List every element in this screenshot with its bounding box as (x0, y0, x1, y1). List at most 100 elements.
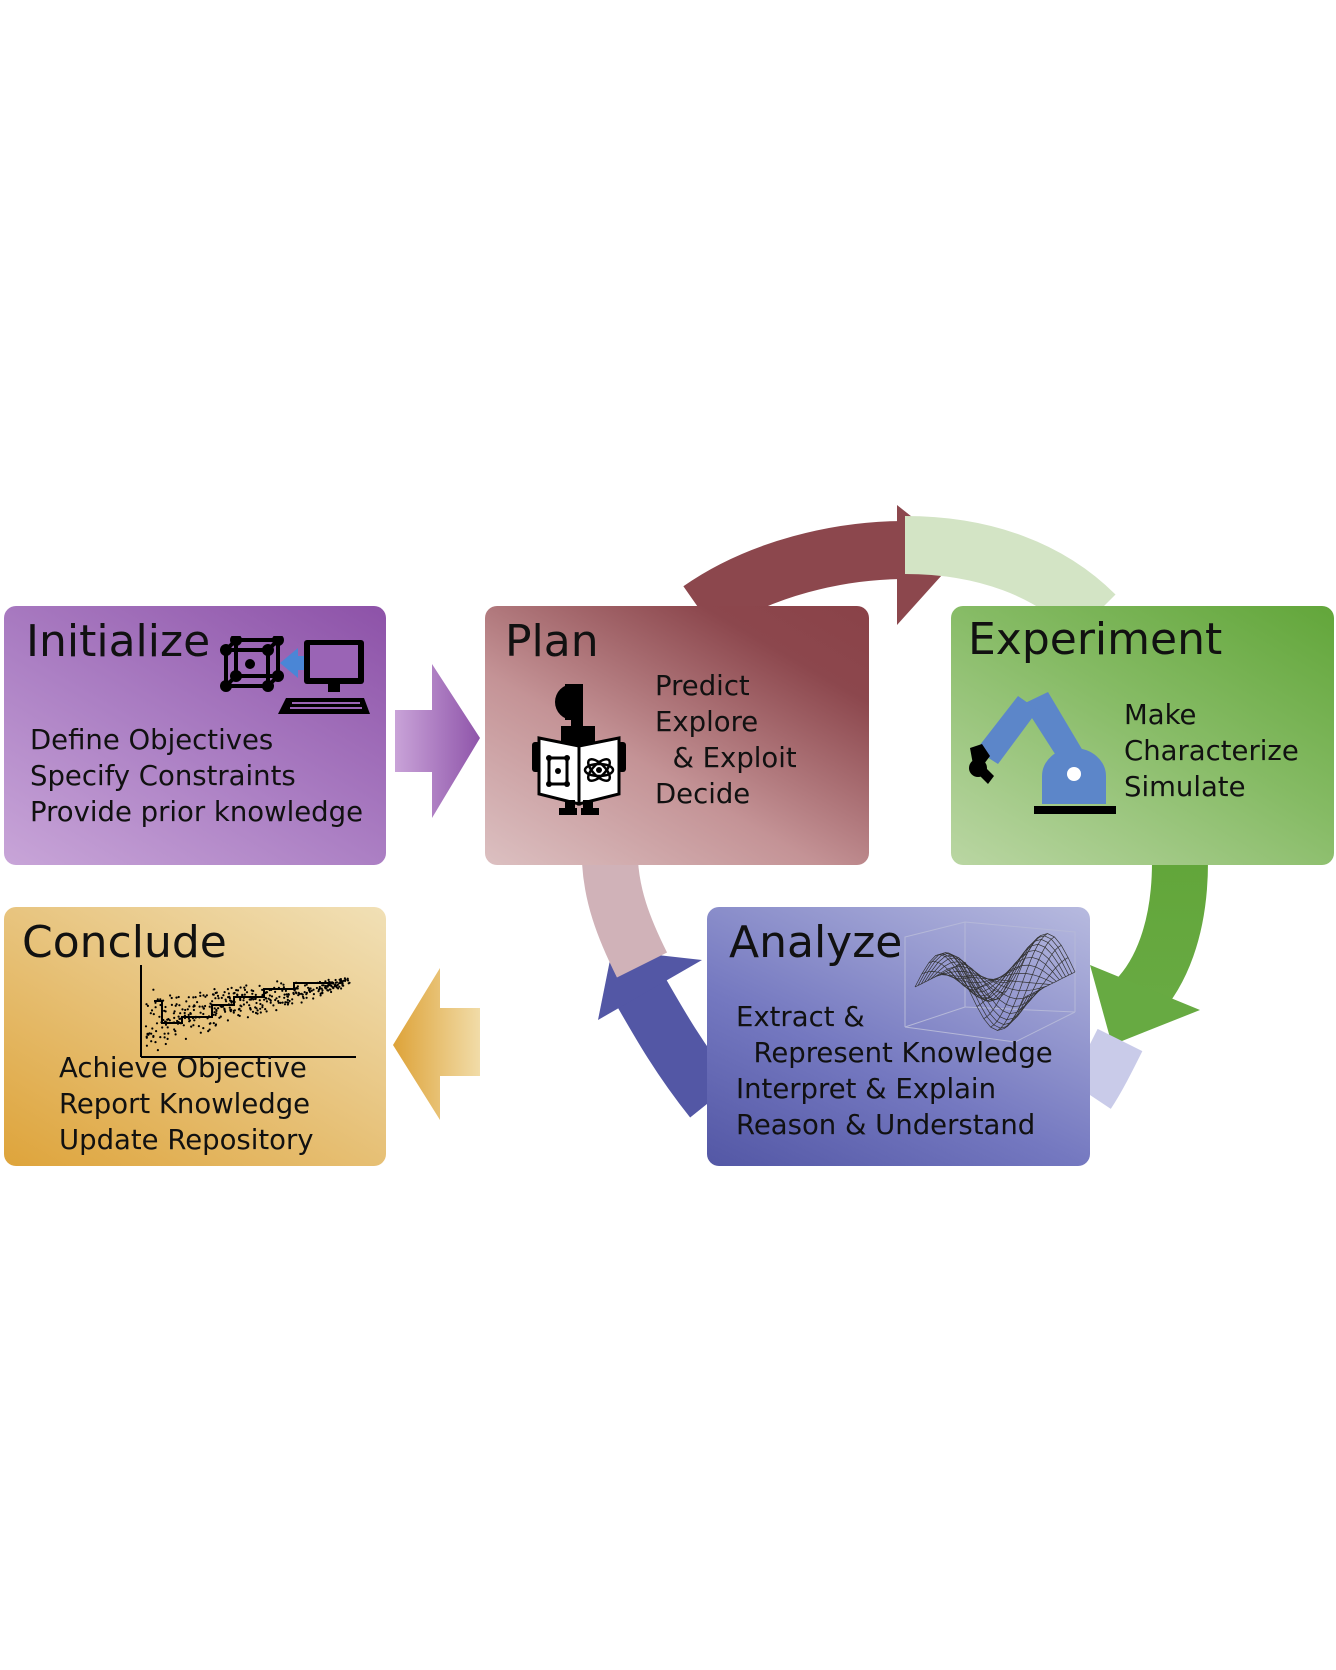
scatter-dot (202, 1027, 205, 1030)
scatter-dot (217, 1007, 220, 1010)
conclude-line: Update Repository (59, 1124, 314, 1156)
computer-with-crystal-icon (220, 636, 370, 714)
conclude-card: Conclude Achieve Objective Report Knowle… (4, 907, 386, 1166)
surface-mesh-line (955, 943, 1066, 1000)
scatter-dot (239, 986, 242, 989)
scatter-dot (194, 1015, 197, 1018)
scatter-dot (328, 984, 331, 987)
scatter-dot (284, 989, 287, 992)
scatter-dot (246, 1016, 249, 1019)
scatter-dot (326, 984, 329, 987)
scatter-dot (324, 987, 327, 990)
scatter-dot (151, 1027, 154, 1030)
scatter-dot (272, 1004, 275, 1007)
scatter-dot (192, 996, 195, 999)
scatter-dot (223, 991, 226, 994)
scatter-dot (211, 993, 215, 996)
scatter-dot (265, 1010, 268, 1013)
scatter-dot (182, 1024, 185, 1027)
scatter-dot (230, 986, 233, 989)
scatter-dot (199, 991, 202, 994)
scatter-dot (348, 981, 351, 984)
scatter-dot (198, 1016, 201, 1019)
plan-line: Explore (655, 706, 759, 738)
scatter-dot (236, 993, 239, 996)
scatter-dot (160, 1021, 163, 1024)
scatter-dot (145, 1003, 148, 1006)
scatter-dot (292, 992, 295, 996)
scatter-dot (283, 993, 286, 996)
scatter-dot (319, 994, 322, 997)
scatter-dot (291, 998, 294, 1001)
scatter-dot (173, 1010, 176, 1013)
scatter-dot (287, 993, 290, 996)
scatter-dot (184, 1008, 187, 1012)
scatter-dot (295, 992, 298, 995)
scatter-dot (307, 986, 310, 989)
scatter-dot (154, 1001, 157, 1004)
scatter-dot (226, 988, 229, 991)
plan-lines: Predict Explore & Exploit Decide (655, 668, 797, 812)
conclude-lines: Achieve Objective Report Knowledge Updat… (59, 1050, 314, 1158)
scatter-dot (327, 978, 330, 981)
scatter-dot (333, 985, 336, 988)
scatter-dot (183, 1016, 187, 1020)
initialize-card: Initialize Define Objectives Specify Con… (4, 606, 386, 865)
scatter-dot (187, 1013, 190, 1016)
scatter-dot (174, 1033, 177, 1036)
scatter-dot (305, 996, 308, 999)
scatter-dot (202, 994, 205, 997)
scatter-dot (209, 1022, 212, 1025)
plan-card: Plan Predict Explore & Exploit Decide (485, 606, 869, 865)
robot-arm-icon (969, 692, 1116, 814)
scatter-dot (346, 979, 350, 982)
scatter-dot (199, 1031, 202, 1034)
scatter-dot (210, 1006, 213, 1009)
scatter-dot (346, 977, 349, 980)
scatter-dot (270, 988, 273, 991)
3d-surface-plot-icon (904, 921, 1076, 1043)
scatter-dot (192, 1024, 195, 1027)
scatter-dot (185, 1000, 188, 1003)
scatter-dot (283, 996, 286, 999)
scatter-dot (331, 981, 334, 984)
scatter-dot (176, 1019, 179, 1023)
scatter-dot (183, 1014, 186, 1017)
scatter-dot (327, 989, 330, 992)
arrow-analyze-to-plan (615, 976, 734, 1118)
scatter-dot (277, 1001, 280, 1004)
scatter-dot (236, 989, 240, 992)
scatter-dot (232, 1011, 235, 1014)
scatter-dot (254, 993, 257, 996)
scatter-dot (245, 1001, 249, 1004)
scatter-dot (208, 1028, 211, 1031)
scatter-dot (230, 1001, 233, 1004)
scatter-dot (319, 992, 322, 995)
surface-mesh-line (997, 933, 1048, 1031)
scatter-dot (317, 990, 320, 993)
scatter-dot (197, 1025, 200, 1028)
scatter-dot (152, 1013, 155, 1016)
scatter-dot (291, 1002, 294, 1005)
scatter-dot (148, 1032, 151, 1035)
scatter-dot (227, 992, 230, 995)
scatter-dot (204, 1004, 207, 1008)
scatter-dot (305, 991, 308, 994)
scatter-dot (250, 989, 253, 992)
scatter-dot (208, 1005, 211, 1008)
initialize-line: Define Objectives (30, 724, 274, 756)
scatter-dot (262, 995, 265, 998)
arrow-left-tail (582, 859, 668, 978)
surface-mesh-line (1004, 936, 1055, 1029)
scatter-dot (243, 993, 246, 996)
scatter-dot (196, 1001, 199, 1004)
scatter-dot (167, 1018, 170, 1021)
scatter-dot (274, 998, 277, 1002)
scatter-dot (220, 996, 223, 999)
scatter-dot (309, 987, 312, 990)
surface-mesh-line (964, 933, 1076, 1001)
arrow-initialize-to-plan (395, 664, 480, 818)
initialize-lines: Define Objectives Specify Constraints Pr… (30, 722, 363, 830)
scatter-dot (215, 991, 218, 994)
scatter-dot (166, 1026, 169, 1029)
